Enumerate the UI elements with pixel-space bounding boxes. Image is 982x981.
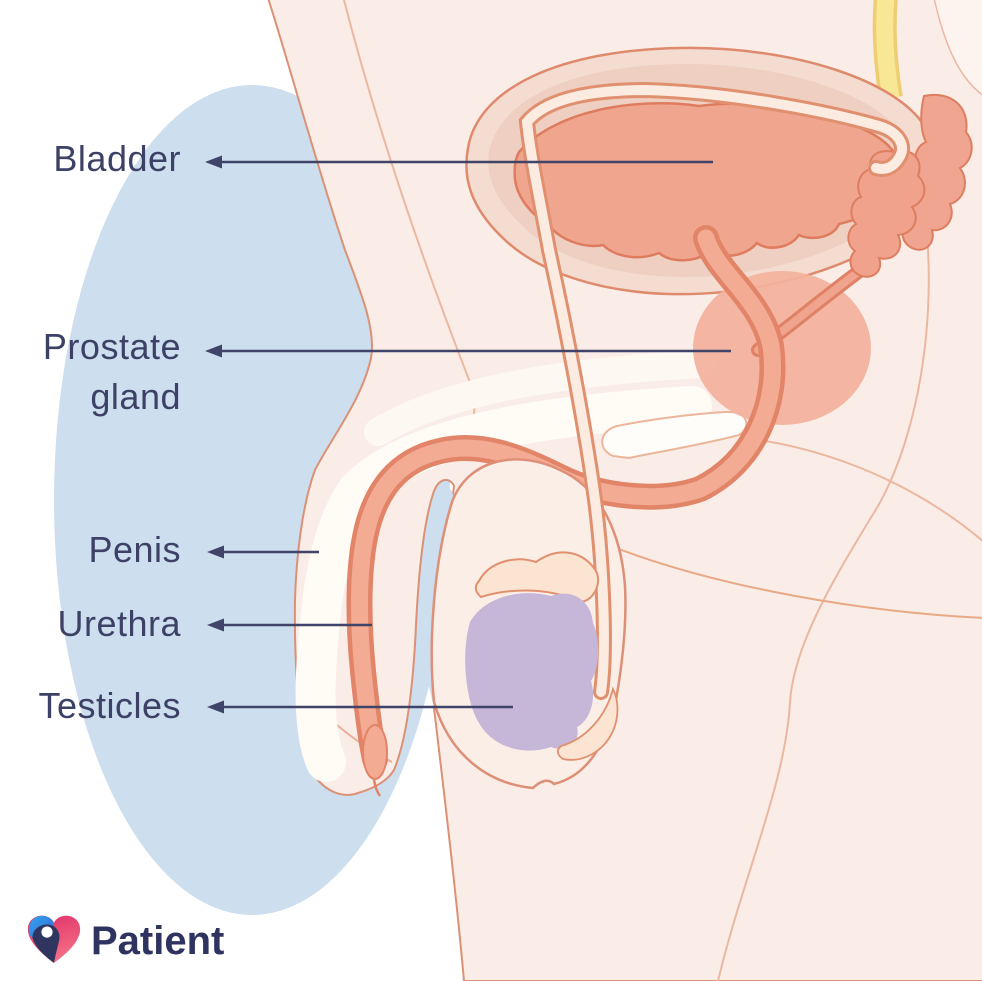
label-bladder: Bladder xyxy=(53,138,181,179)
label-prostate-line1: Prostate xyxy=(42,326,181,367)
penis-upper-band xyxy=(364,350,716,446)
label-prostate-gland: Prostate gland xyxy=(0,322,181,422)
label-penis: Penis xyxy=(88,529,181,570)
vas-deferens-tube xyxy=(521,84,908,697)
penis-arrow xyxy=(207,545,319,559)
urethra-meatus-line xyxy=(372,778,382,797)
ureter-tube xyxy=(876,0,900,100)
brand-name: Patient xyxy=(91,918,225,963)
testicle-shape xyxy=(465,593,599,751)
thigh-crease-line xyxy=(615,547,982,619)
urethra-fossa-shape xyxy=(362,724,388,780)
testicles-arrow xyxy=(207,700,513,714)
pelvis-contour-line xyxy=(745,437,982,542)
top-right-contour-shape xyxy=(933,0,982,96)
seminal-vesicle-shape xyxy=(847,149,926,278)
ureter xyxy=(872,0,903,100)
testicle-group xyxy=(430,81,910,790)
prostate-gland-arrow xyxy=(205,344,731,358)
bladder-arrow xyxy=(205,155,713,169)
label-prostate-line2: gland xyxy=(90,376,181,417)
label-urethra: Urethra xyxy=(57,603,181,644)
urethra-arrow xyxy=(207,618,372,632)
pubic-bone-shape xyxy=(601,410,748,460)
brand-logo: Patient xyxy=(26,914,224,967)
annotations xyxy=(205,155,731,714)
label-testicles: Testicles xyxy=(38,685,181,726)
heart-logo-icon xyxy=(27,915,81,963)
buttock-contour-line xyxy=(717,132,930,981)
epididymis-head-shape xyxy=(474,551,599,604)
epididymis-tail-shape xyxy=(556,686,619,761)
